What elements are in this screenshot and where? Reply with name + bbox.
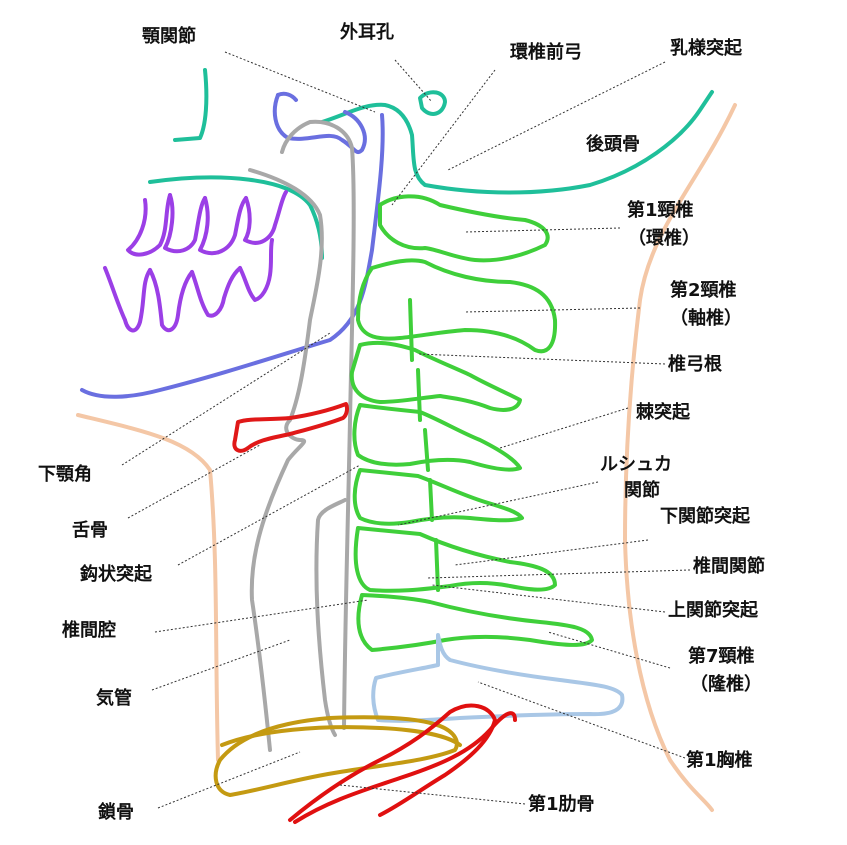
label-disc-space: 椎間腔 — [62, 619, 116, 641]
label-mastoid: 乳様突起 — [670, 37, 743, 59]
mandible-outline — [80, 91, 385, 399]
label-c2-sub: （軸椎） — [670, 307, 742, 329]
label-luschka-1: ルシュカ — [600, 454, 672, 475]
label-spinous: 棘突起 — [636, 401, 691, 423]
label-rib1: 第1肋骨 — [528, 793, 595, 815]
teeth — [103, 190, 288, 333]
label-t1: 第1胸椎 — [686, 749, 753, 771]
label-c7: 第7頸椎 — [688, 645, 755, 667]
label-occipital: 後頭骨 — [586, 133, 640, 155]
first-rib — [288, 703, 517, 824]
skin-outline — [76, 103, 737, 812]
label-clavicle: 鎖骨 — [98, 801, 134, 823]
label-luschka-2: 関節 — [624, 479, 660, 501]
label-pedicle: 椎弓根 — [668, 353, 722, 375]
label-c1: 第1頸椎 — [627, 199, 694, 221]
label-c2: 第2頸椎 — [670, 279, 737, 301]
label-facet-joint: 椎間関節 — [693, 555, 765, 577]
label-mandible-angle: 下顎角 — [38, 463, 92, 485]
label-tmj: 顎関節 — [142, 25, 196, 47]
label-hyoid: 舌骨 — [72, 519, 108, 541]
airway-outline — [248, 119, 356, 752]
t1-vertebra — [371, 633, 625, 723]
labels: 顎関節 外耳孔 環椎前弓 乳様突起 後頭骨 第1頸椎 （環椎） 第2頸椎 （軸椎… — [38, 21, 765, 823]
label-inferior-facet: 下関節突起 — [660, 505, 751, 527]
label-ear: 外耳孔 — [340, 21, 394, 43]
clavicle — [213, 715, 462, 797]
label-superior-facet: 上関節突起 — [668, 599, 759, 621]
label-c1-sub: （環椎） — [628, 227, 700, 249]
label-c7-sub: （隆椎） — [690, 673, 762, 695]
label-uncinate: 鈎状突起 — [80, 563, 153, 585]
hyoid-bone — [232, 402, 349, 453]
label-trachea: 気管 — [96, 687, 132, 709]
leader-lines — [121, 51, 691, 809]
label-atlas-arch: 環椎前弓 — [510, 41, 582, 63]
cervical-vertebrae — [349, 194, 594, 652]
